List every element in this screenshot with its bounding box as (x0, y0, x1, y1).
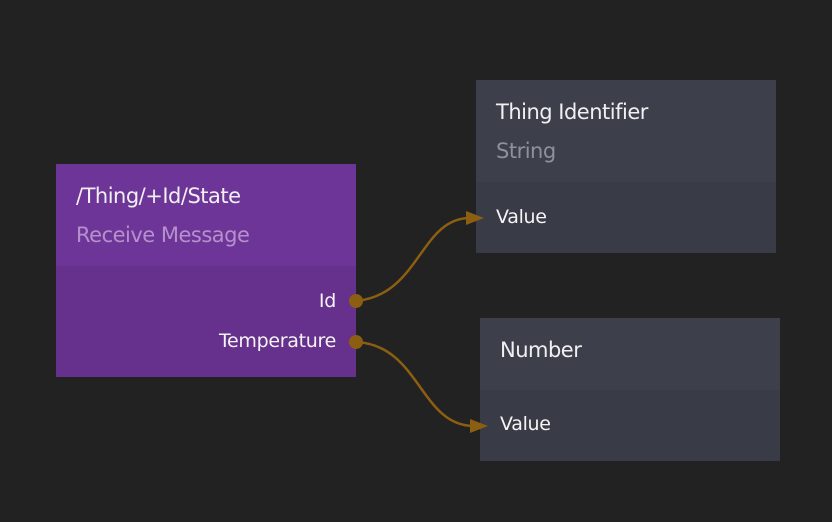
node-subtitle: String (496, 139, 556, 163)
connection-id-to-value[interactable] (355, 216, 471, 303)
arrow-icon (466, 211, 484, 225)
thing-identifier-node[interactable]: Thing Identifier String Value (476, 80, 776, 253)
node-title: /Thing/+Id/State (76, 184, 241, 208)
node-header: Thing Identifier String (476, 80, 776, 182)
output-dot-temperature[interactable] (349, 335, 363, 349)
output-dot-id[interactable] (349, 294, 363, 308)
output-port-id[interactable]: Id (318, 290, 336, 312)
node-title: Thing Identifier (496, 100, 648, 124)
node-header: /Thing/+Id/State Receive Message (56, 164, 356, 266)
node-header: Number (480, 318, 780, 390)
receive-message-node[interactable]: /Thing/+Id/State Receive Message Id Temp… (56, 164, 356, 377)
input-port-value[interactable]: Value (500, 413, 551, 435)
connection-temperature-to-value[interactable] (355, 340, 475, 428)
output-port-temperature[interactable]: Temperature (218, 330, 336, 352)
arrow-icon (470, 419, 488, 433)
input-port-value[interactable]: Value (496, 206, 547, 228)
node-subtitle: Receive Message (76, 223, 250, 247)
number-node[interactable]: Number Value (480, 318, 780, 461)
node-title: Number (500, 338, 582, 362)
